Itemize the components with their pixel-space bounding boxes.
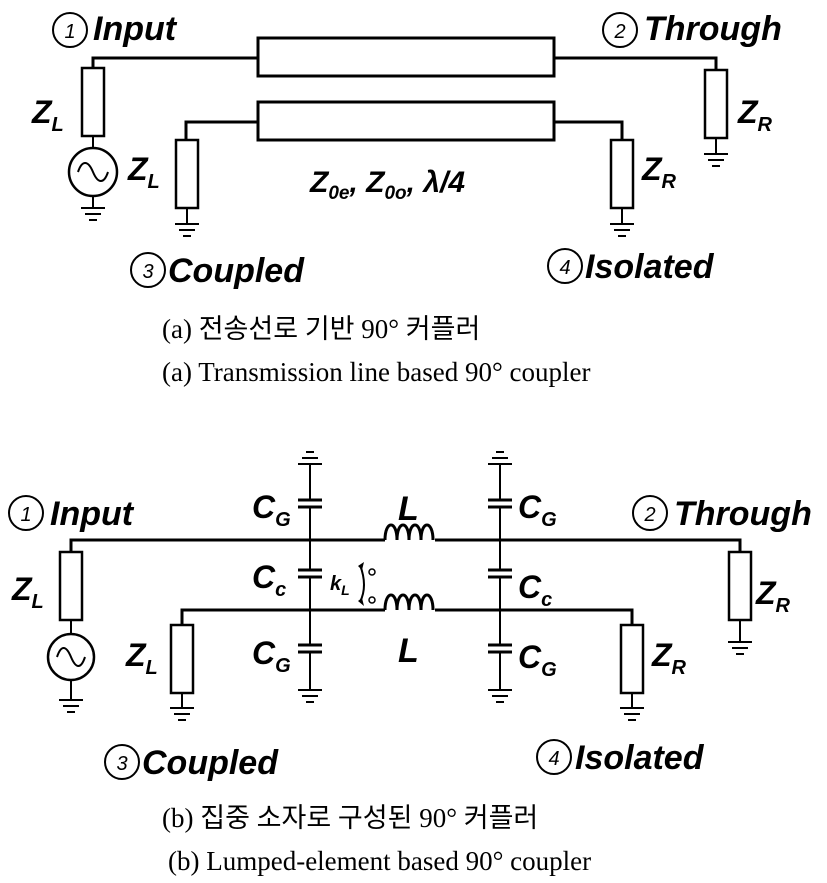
zl-label-port3: ZL — [127, 151, 160, 193]
ground-icon — [297, 689, 323, 703]
zl-resistor-port1 — [58, 550, 84, 622]
zl-label-port3: ZL — [125, 637, 158, 679]
port-2-marker: 2 — [602, 12, 638, 48]
cc-label-right: Cc — [518, 569, 552, 611]
wire-bottom-right — [435, 608, 634, 625]
wire-bottom-left — [180, 608, 385, 625]
zr-resistor-port2 — [703, 68, 729, 140]
svg-text:1: 1 — [20, 504, 31, 526]
ground-icon — [609, 223, 635, 237]
zl-label-port1: ZL — [11, 571, 44, 613]
port-2-label: Through — [674, 495, 812, 533]
caption-a-english: (a) Transmission line based 90° coupler — [162, 357, 591, 387]
svg-text:3: 3 — [142, 261, 153, 283]
ground-icon — [703, 153, 729, 167]
zr-label-port2: ZR — [755, 575, 791, 617]
svg-text:2: 2 — [613, 21, 625, 43]
port-1-label: Input — [50, 495, 135, 533]
zr-label-port4: ZR — [641, 151, 677, 193]
ground-icon — [58, 699, 84, 713]
zl-resistor-port1 — [80, 66, 106, 138]
port-3-marker: 3 — [130, 252, 166, 288]
zr-label-port2: ZR — [737, 94, 773, 136]
ground-icon — [487, 689, 513, 703]
coupled-line-bottom — [256, 100, 556, 142]
line-params-label: Z0e, Z0o, λ/4 — [309, 166, 465, 204]
svg-text:3: 3 — [116, 753, 127, 775]
caption-b-korean: (b) 집중 소자로 구성된 90° 커플러 — [162, 803, 538, 833]
coupling-arrow — [359, 564, 365, 603]
ground-icon — [169, 707, 195, 721]
svg-text:2: 2 — [643, 504, 655, 526]
ground-icon — [80, 207, 106, 221]
port-4-marker: 4 — [547, 248, 583, 284]
wire-through — [554, 56, 718, 70]
inductor-label-bottom: L — [398, 632, 419, 670]
svg-text:1: 1 — [64, 21, 75, 43]
ground-icon — [619, 707, 645, 721]
port-4-marker: 4 — [536, 739, 572, 775]
zr-resistor-port4 — [609, 138, 635, 210]
ground-icon — [487, 451, 513, 465]
coupled-line-top — [256, 36, 556, 78]
zl-resistor-port3 — [169, 623, 195, 695]
coupling-label: kL — [330, 573, 350, 598]
svg-text:4: 4 — [548, 748, 559, 770]
inductor-top — [383, 523, 435, 541]
cc-label-left: Cc — [252, 559, 286, 601]
wire-top-left — [69, 538, 385, 552]
ac-source-icon — [67, 146, 119, 198]
zl-resistor-port3 — [174, 138, 200, 210]
cg-label-top-right: CG — [518, 489, 557, 531]
port-2-label: Through — [644, 10, 782, 48]
caption-b-english: (b) Lumped-element based 90° coupler — [168, 846, 591, 876]
ac-source-icon — [46, 632, 96, 682]
cg-label-top-left: CG — [252, 489, 291, 531]
zr-resistor-port2 — [727, 550, 753, 622]
ground-icon — [174, 223, 200, 237]
inductor-label-top: L — [398, 490, 419, 528]
port-1-marker: 1 — [8, 495, 44, 531]
port-1-label: Input — [93, 10, 178, 48]
port-4-label: Isolated — [585, 248, 715, 286]
wire-top-right — [435, 538, 742, 552]
port-4-label: Isolated — [575, 739, 705, 777]
cg-label-bottom-left: CG — [252, 635, 291, 677]
diagram-a: 1 Input 2 Through ZL ZL — [31, 10, 782, 387]
wire-isolated — [554, 120, 624, 140]
port-3-label: Coupled — [142, 744, 279, 782]
port-1-marker: 1 — [52, 12, 88, 48]
diagram-b: 1 Input 2 Through kL L L — [8, 451, 812, 876]
port-3-marker: 3 — [104, 744, 140, 780]
wire-coupled — [184, 120, 258, 140]
zl-label-port1: ZL — [31, 94, 64, 136]
caption-a-korean: (a) 전송선로 기반 90° 커플러 — [162, 314, 480, 344]
zr-label-port4: ZR — [651, 637, 687, 679]
port-2-marker: 2 — [632, 495, 668, 531]
ground-icon — [297, 451, 323, 465]
ground-icon — [727, 641, 753, 655]
inductor-bottom — [383, 593, 435, 611]
cg-label-bottom-right: CG — [518, 639, 557, 681]
port-3-label: Coupled — [168, 252, 305, 290]
wire-input — [91, 56, 258, 68]
svg-text:4: 4 — [559, 257, 570, 279]
zr-resistor-port4 — [619, 623, 645, 695]
